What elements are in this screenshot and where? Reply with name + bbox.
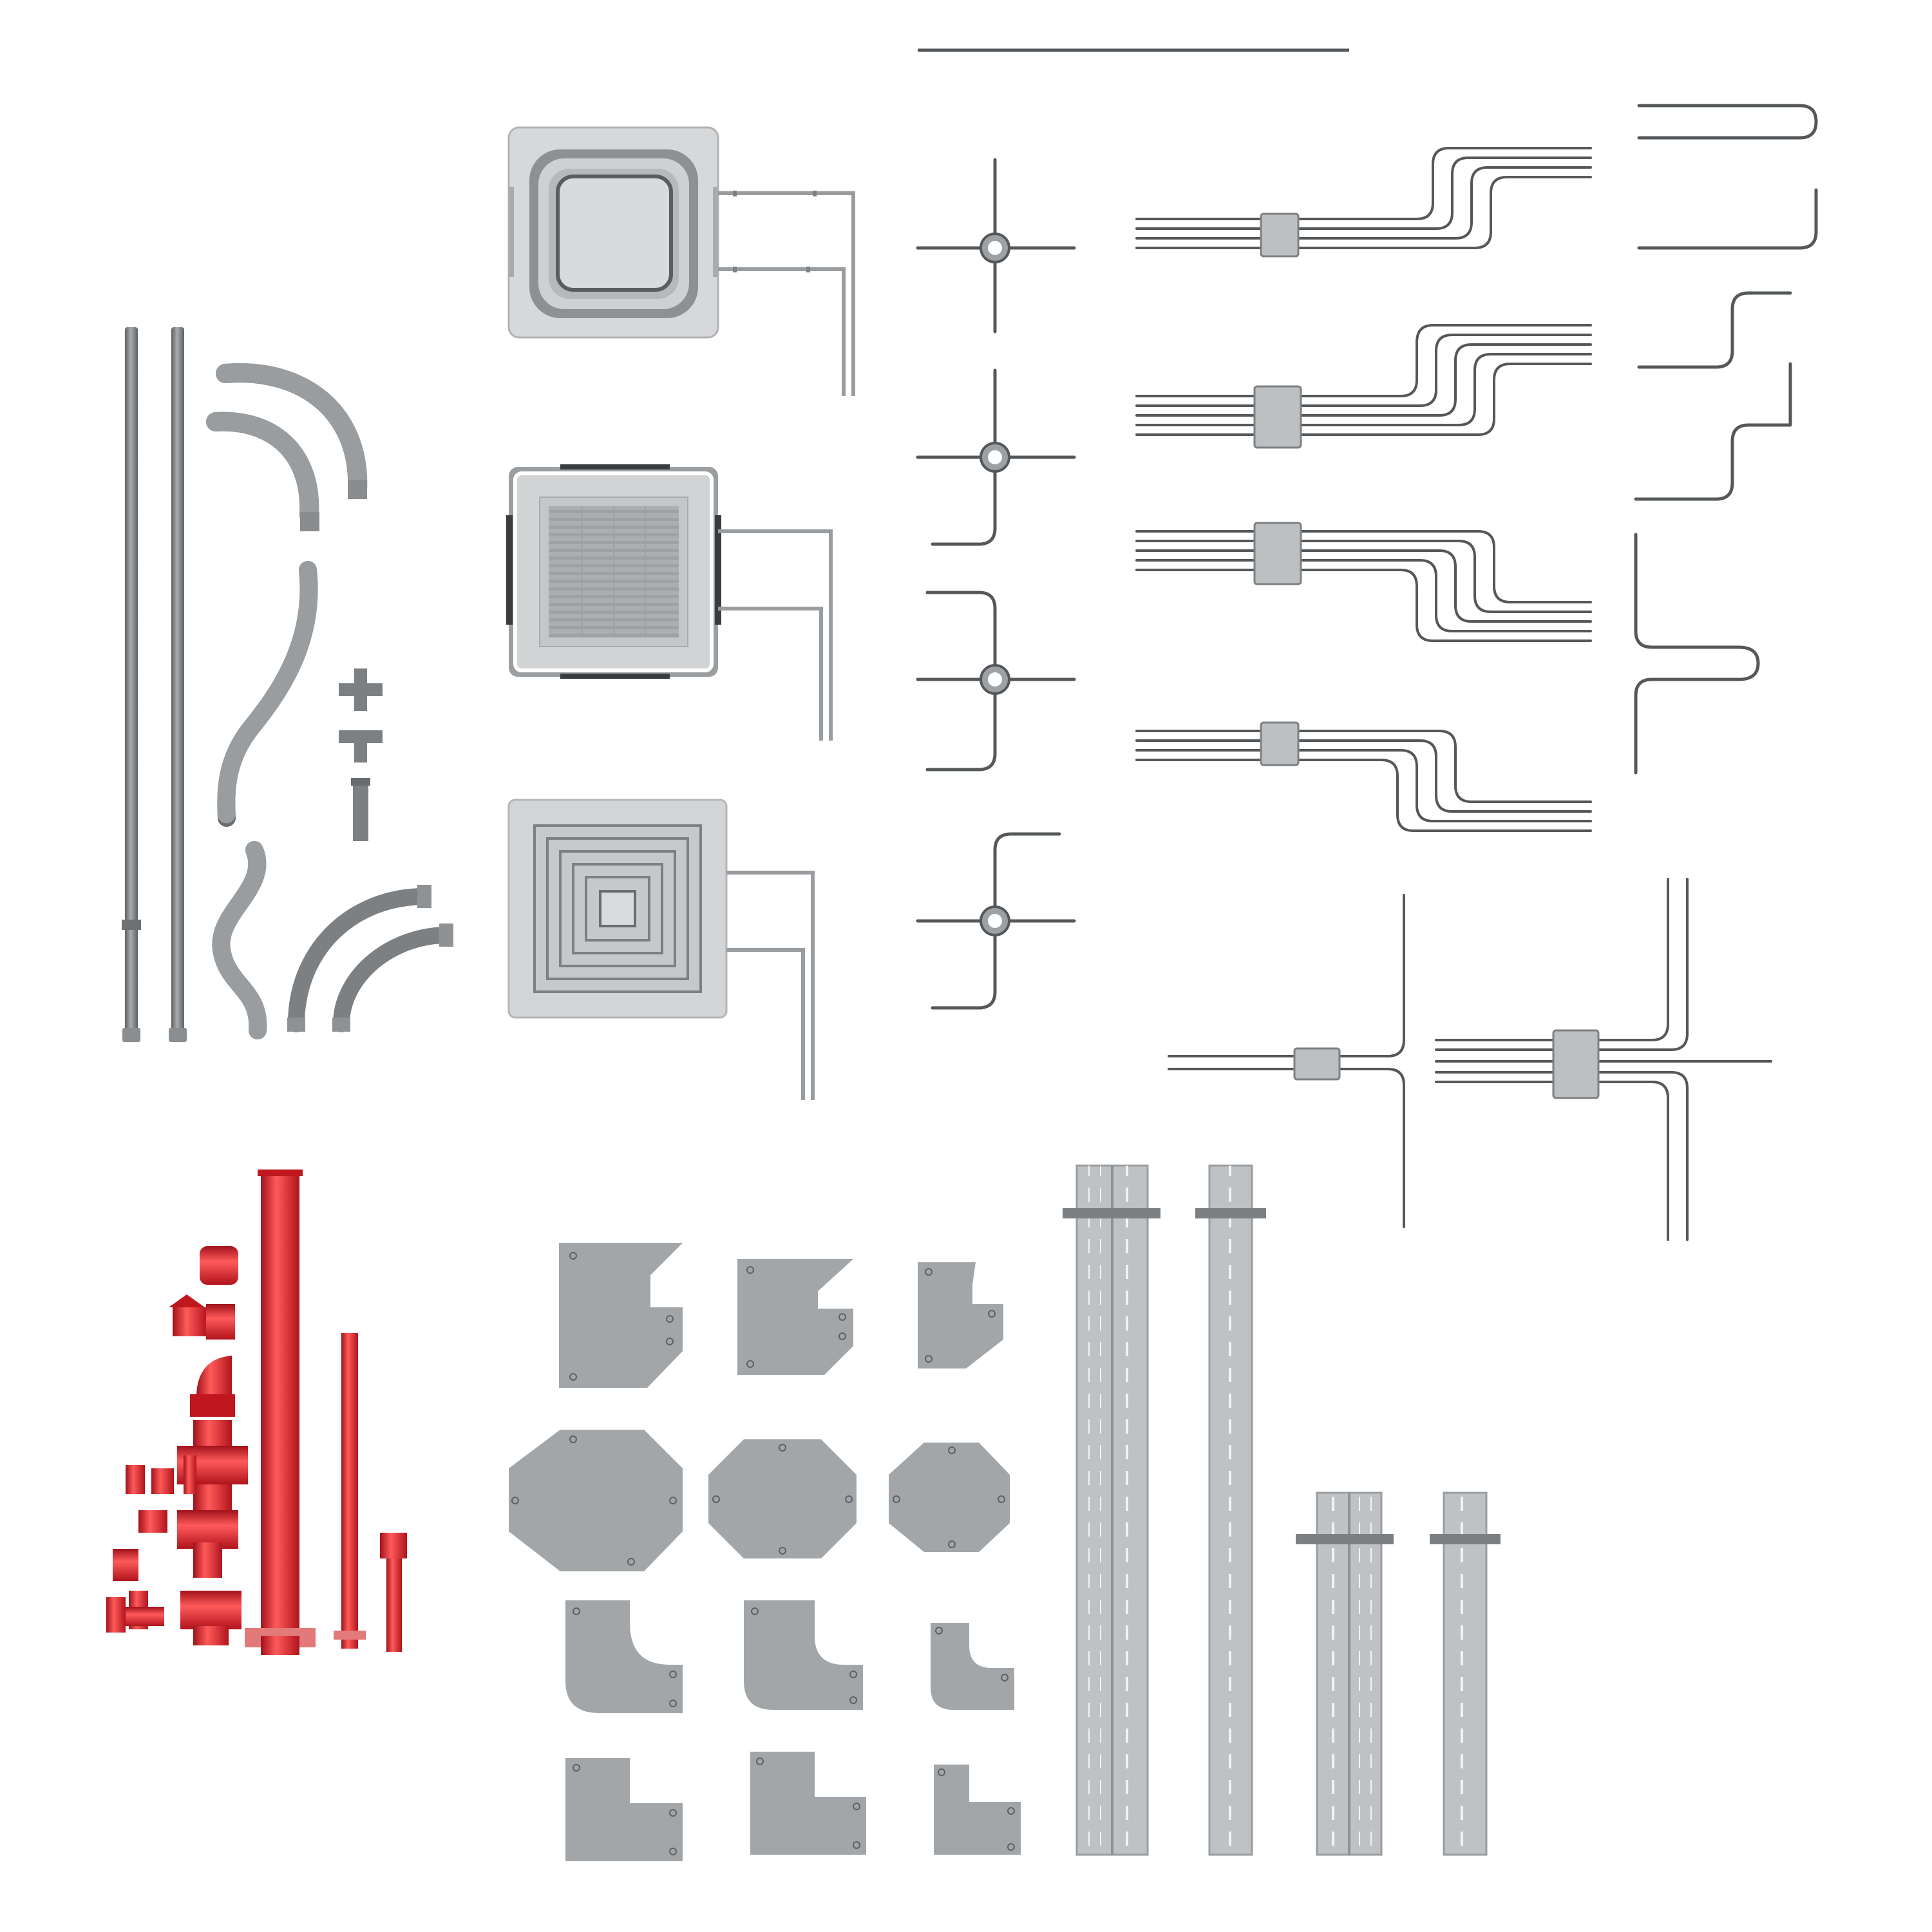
cable-junction-icon xyxy=(980,905,1010,936)
cassette-ac-unit[interactable] xyxy=(506,464,721,679)
cable-tray-square-elbow[interactable] xyxy=(750,1752,866,1855)
cable-junction-icon xyxy=(980,442,1010,473)
junction-box-icon xyxy=(1253,385,1302,449)
sprinkler-head[interactable] xyxy=(169,1294,235,1340)
flexible-conduit-s-curve-ribs xyxy=(217,561,318,827)
cable-junction-icon xyxy=(980,232,1010,263)
cable-tray-tee[interactable] xyxy=(918,1262,1003,1368)
junction-box-run[interactable] xyxy=(1435,878,1772,1241)
bent-wire-l[interactable] xyxy=(1637,188,1818,250)
junction-box-icon xyxy=(1260,213,1300,258)
junction-boxes xyxy=(1253,213,1600,1099)
bent-wire-z[interactable] xyxy=(1637,291,1792,369)
sprinkler-main-pipe[interactable] xyxy=(245,1170,316,1655)
sprinkler-fittings-group xyxy=(106,1170,407,1655)
cassette-ac-unit[interactable] xyxy=(507,126,719,339)
cable-tray-square-elbow[interactable] xyxy=(565,1758,683,1861)
cable-tray-square-elbow[interactable] xyxy=(934,1765,1021,1855)
pipe-coupling-marks xyxy=(733,191,817,272)
junction-box-run[interactable] xyxy=(1135,324,1592,436)
refrigerant-pipe xyxy=(718,529,833,741)
cable-tray[interactable] xyxy=(1195,1164,1266,1856)
sprinkler-elbow[interactable] xyxy=(190,1356,235,1417)
tray-fittings-group xyxy=(509,1243,1021,1861)
elbow-coupling xyxy=(439,923,453,947)
sprinkler-reducer-set[interactable] xyxy=(106,1591,242,1645)
cable-tray-curved-elbow[interactable] xyxy=(744,1600,863,1710)
cable-tray[interactable] xyxy=(1296,1492,1394,1856)
refrigerant-pipe xyxy=(726,871,815,1100)
junction-box-run[interactable] xyxy=(1135,530,1592,642)
cassette-ac-unit[interactable] xyxy=(507,799,728,1019)
bent-wire-u-branch[interactable] xyxy=(1634,533,1760,775)
cable-trays-group xyxy=(1063,1164,1501,1856)
cable-tray[interactable] xyxy=(1063,1164,1160,1856)
sprinkler-riser-nipple[interactable] xyxy=(380,1533,407,1652)
cable-tray-curved-elbow[interactable] xyxy=(931,1623,1014,1710)
cable-tray-cross[interactable] xyxy=(509,1430,683,1571)
flexible-conduit-end-cap xyxy=(300,512,319,531)
wire-bends-group xyxy=(1634,104,1818,775)
sprinkler-branch-pipe[interactable] xyxy=(334,1333,366,1649)
conduit-coupling[interactable] xyxy=(351,778,370,841)
elbow-coupling xyxy=(287,1018,305,1032)
flexible-conduit-bend-ribs xyxy=(206,412,319,525)
junction-box-icon xyxy=(1293,1047,1341,1081)
junction-box-icon xyxy=(1260,721,1300,766)
elbow-coupling xyxy=(332,1018,350,1032)
sprinkler-cap-fitting[interactable] xyxy=(200,1246,238,1285)
refrigerant-pipe xyxy=(718,191,855,396)
junction-box-run[interactable] xyxy=(1135,730,1592,832)
junction-box-icon xyxy=(1253,522,1302,585)
conduit-tee-fitting[interactable] xyxy=(339,730,383,762)
junction-crosses-group xyxy=(916,158,1076,1010)
flexible-conduit-wave-ribs xyxy=(212,841,267,1039)
sprinkler-tee-fitting[interactable] xyxy=(177,1510,238,1578)
cable-tray-curved-elbow[interactable] xyxy=(565,1600,683,1713)
cable-tray-tee[interactable] xyxy=(737,1259,853,1375)
rigid-conduit-elbow[interactable] xyxy=(333,927,451,1032)
cable-junction-icon xyxy=(980,664,1010,695)
cassette-units-group xyxy=(506,126,855,1100)
cable-tray-cross[interactable] xyxy=(708,1439,857,1558)
conduit-fittings-group xyxy=(122,327,453,1042)
conduit-straight-pipe[interactable] xyxy=(122,327,141,1042)
elbow-coupling xyxy=(417,885,431,908)
flexible-conduit-bend-ribs xyxy=(216,363,368,499)
bent-wire-hairpin[interactable] xyxy=(1637,104,1818,140)
tray-fitting-bolts xyxy=(511,1252,1015,1855)
junction-box-runs-group xyxy=(1135,147,1772,1241)
cable-tray[interactable] xyxy=(1430,1492,1501,1856)
flexible-conduit-end-cap xyxy=(348,480,367,499)
junction-box-icon xyxy=(1552,1029,1600,1099)
cable-tray-tee[interactable] xyxy=(559,1243,683,1388)
junction-hubs xyxy=(980,232,1010,936)
junction-box-run[interactable] xyxy=(1135,147,1592,249)
bent-wire-z[interactable] xyxy=(1634,362,1792,501)
junction-box-run[interactable] xyxy=(1168,894,1405,1228)
conduit-cross-fitting[interactable] xyxy=(339,668,383,711)
rigid-conduit-elbow-shade xyxy=(288,888,430,1032)
conduit-straight-pipe[interactable] xyxy=(169,327,187,1042)
cable-tray-cross[interactable] xyxy=(889,1443,1010,1552)
